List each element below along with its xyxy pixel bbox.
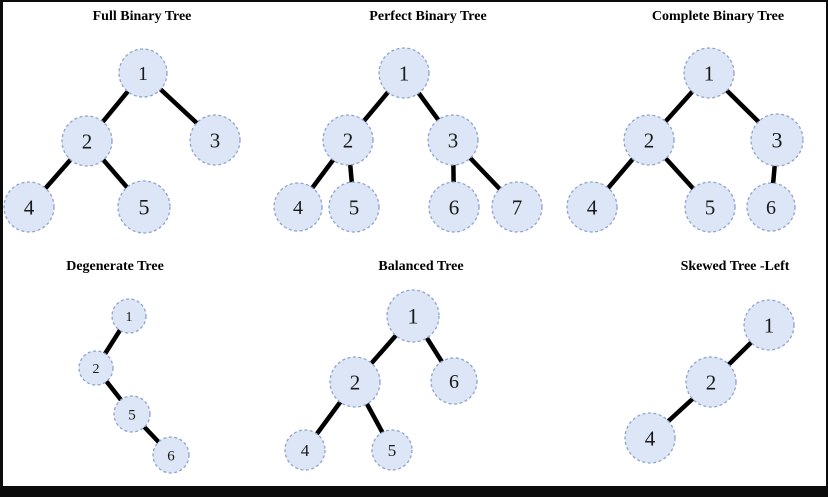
tree-title-skewed-left: Skewed Tree -Left — [680, 259, 790, 274]
tree-node — [491, 181, 543, 233]
tree-node-label: 1 — [126, 310, 133, 325]
tree-node-label: 3 — [210, 128, 221, 152]
frame-border-right — [826, 0, 828, 497]
tree-node-label: 5 — [388, 441, 397, 460]
tree-degenerate-tree: 1 2 5 6 — [78, 298, 190, 474]
tree-node-label: 4 — [301, 441, 310, 460]
tree-node-label: 6 — [167, 448, 175, 464]
tree-node — [683, 47, 735, 99]
tree-node-label: 4 — [645, 426, 656, 450]
tree-node-label: 2 — [706, 370, 717, 394]
tree-node-label: 5 — [349, 195, 360, 219]
tree-node-label: 2 — [343, 128, 354, 152]
tree-node-label: 6 — [449, 371, 459, 393]
tree-node — [743, 299, 795, 351]
tree-node — [189, 114, 241, 166]
tree-node — [624, 412, 676, 464]
tree-node-label: 3 — [448, 128, 459, 152]
tree-node-label: 1 — [399, 61, 410, 85]
tree-node — [322, 114, 374, 166]
tree-node — [566, 181, 618, 233]
tree-node — [746, 182, 796, 232]
tree-node-label: 4 — [293, 197, 303, 219]
tree-node — [113, 395, 151, 433]
tree-node — [428, 181, 480, 233]
tree-node-label: 1 — [408, 304, 419, 329]
tree-node-label: 6 — [449, 195, 460, 219]
frame-border-top — [0, 0, 828, 2]
tree-node — [284, 429, 326, 471]
tree-node-label: 2 — [82, 129, 93, 153]
tree-node-label: 6 — [766, 197, 776, 219]
tree-node-label: 1 — [704, 61, 715, 85]
tree-balanced-tree: 1 2 6 4 5 — [284, 289, 478, 471]
tree-node-label: 5 — [705, 195, 716, 219]
tree-node — [273, 182, 323, 232]
tree-node — [378, 47, 430, 99]
tree-node-label: 2 — [644, 128, 655, 152]
frame-border-left — [0, 0, 3, 497]
tree-title-perfect-binary: Perfect Binary Tree — [369, 9, 487, 24]
tree-node — [61, 115, 113, 167]
tree-node — [152, 436, 190, 474]
tree-node-label: 7 — [512, 195, 523, 219]
tree-skewed-tree-left: 1 2 4 — [624, 299, 795, 464]
tree-node-label: 1 — [138, 63, 148, 85]
tree-title-degenerate: Degenerate Tree — [66, 259, 164, 274]
tree-node — [3, 181, 55, 233]
tree-node — [328, 181, 380, 233]
frame-border-bottom — [0, 486, 828, 497]
tree-node — [329, 356, 381, 408]
tree-title-full-binary: Full Binary Tree — [92, 9, 192, 24]
tree-node-label: 3 — [772, 128, 783, 153]
tree-node-label: 4 — [24, 195, 35, 219]
tree-node-label: 5 — [139, 195, 150, 220]
tree-node — [386, 289, 440, 343]
tree-node-label: 2 — [350, 370, 361, 394]
tree-node — [117, 180, 171, 234]
tree-node-label: 1 — [764, 313, 775, 337]
tree-title-balanced: Balanced Tree — [378, 259, 464, 274]
tree-node — [685, 356, 737, 408]
tree-node — [371, 429, 413, 471]
tree-perfect-binary-tree: 1 2 3 4 5 6 7 — [273, 47, 543, 233]
tree-full-binary-tree: 1 2 3 4 5 — [3, 48, 241, 234]
tree-node — [750, 113, 804, 167]
tree-node — [118, 48, 168, 98]
tree-node — [111, 298, 147, 334]
tree-node-label: 5 — [128, 407, 136, 423]
tree-node-label: 4 — [587, 195, 598, 219]
tree-node — [623, 114, 675, 166]
tree-node-label: 2 — [93, 362, 100, 377]
tree-node — [430, 357, 478, 405]
tree-node — [684, 181, 736, 233]
tree-node — [78, 350, 114, 386]
tree-complete-binary-tree: 1 2 3 4 5 6 — [566, 47, 804, 233]
tree-title-complete-binary: Complete Binary Tree — [651, 9, 785, 24]
tree-node — [427, 114, 479, 166]
